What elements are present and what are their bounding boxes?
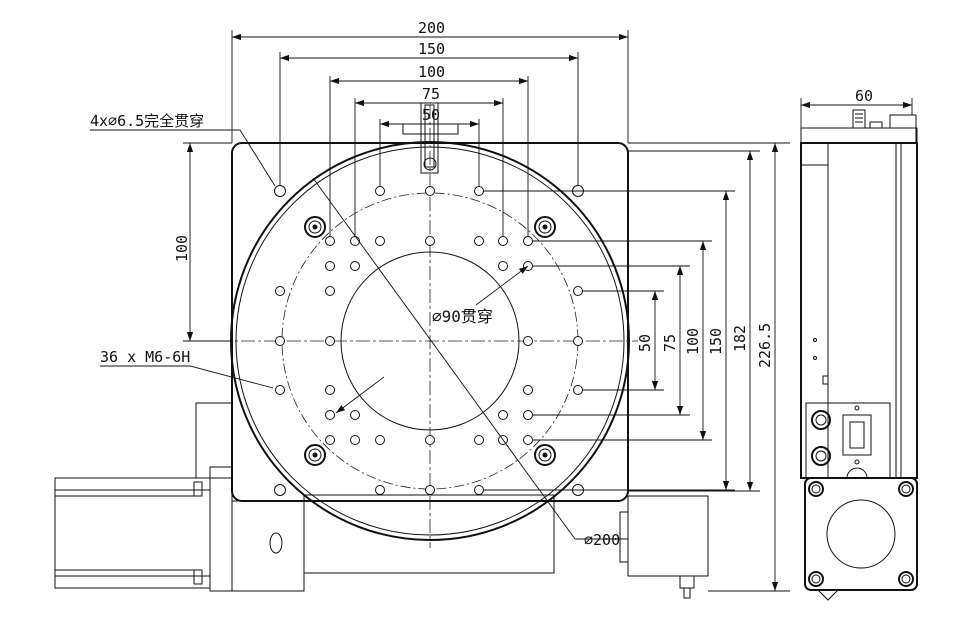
- m6-hole: [375, 236, 385, 246]
- m6-hole: [523, 435, 533, 445]
- m6-hole: [375, 485, 385, 495]
- m6-hole: [275, 286, 285, 296]
- side-dim-label-60: 60: [855, 87, 873, 105]
- m6-hole: [498, 261, 508, 271]
- m6-hole: [350, 410, 360, 420]
- m6-hole: [474, 186, 484, 196]
- m6-hole: [523, 236, 533, 246]
- m6-hole: [375, 186, 385, 196]
- m6-hole: [425, 236, 435, 246]
- m6-hole: [325, 286, 335, 296]
- m6-hole: [350, 261, 360, 271]
- dim-label-100: 100: [418, 63, 445, 81]
- m6-hole: [425, 186, 435, 196]
- m6-hole: [325, 410, 335, 420]
- m6-hole: [275, 385, 285, 395]
- motor-left: [54, 402, 233, 592]
- m6-holes: [275, 186, 583, 495]
- left-dimension: [183, 142, 232, 342]
- encoder-box: [619, 495, 709, 599]
- right-dim-label-100: 100: [684, 328, 702, 355]
- m6-hole: [350, 435, 360, 445]
- m6-hole: [350, 236, 360, 246]
- left-dim-label-100: 100: [173, 235, 191, 262]
- m6-hole: [425, 435, 435, 445]
- dim-label-75: 75: [422, 85, 440, 103]
- dim-label-200: 200: [418, 19, 445, 37]
- m6-hole: [498, 236, 508, 246]
- m6-hole: [474, 435, 484, 445]
- m6-hole: [573, 385, 583, 395]
- m6-hole: [325, 261, 335, 271]
- bore-label: ∅90贯穿: [432, 307, 493, 326]
- drive-housing: [231, 494, 555, 592]
- dim-label-50: 50: [422, 106, 440, 124]
- m6-hole: [474, 485, 484, 495]
- m6-hole: [573, 286, 583, 296]
- right-dim-label-150: 150: [707, 328, 725, 355]
- m6-hole: [498, 410, 508, 420]
- m6-hole: [275, 336, 285, 346]
- right-dim-label-182: 182: [731, 325, 749, 352]
- right-dimensions: [483, 142, 790, 592]
- m6-hole: [474, 236, 484, 246]
- m6-hole: [325, 435, 335, 445]
- m6-hole: [573, 336, 583, 346]
- m6-hole: [375, 435, 385, 445]
- right-dim-label-50: 50: [636, 334, 654, 352]
- front-view: 200 150 100 75 50 4x∅6.5完全贯穿 100 36 x M6…: [54, 19, 790, 599]
- m6-hole: [325, 336, 335, 346]
- right-dim-label-75: 75: [661, 334, 679, 352]
- dim-label-150: 150: [418, 40, 445, 58]
- bolt-heads: [304, 216, 556, 466]
- m6-hole: [523, 410, 533, 420]
- top-dimensions: [231, 30, 629, 236]
- m6-hole: [325, 385, 335, 395]
- m6-hole: [523, 336, 533, 346]
- m6-hole: [523, 385, 533, 395]
- m6-hole: [325, 236, 335, 246]
- threaded-holes-label: 36 x M6-6H: [100, 348, 190, 366]
- through-holes-label: 4x∅6.5完全贯穿: [90, 112, 204, 130]
- side-view: 60: [800, 87, 918, 601]
- right-dim-label-226-5: 226.5: [756, 323, 774, 368]
- leaders: [90, 129, 628, 540]
- disk-diameter-label: ∅200: [584, 531, 620, 549]
- m6-hole: [425, 485, 435, 495]
